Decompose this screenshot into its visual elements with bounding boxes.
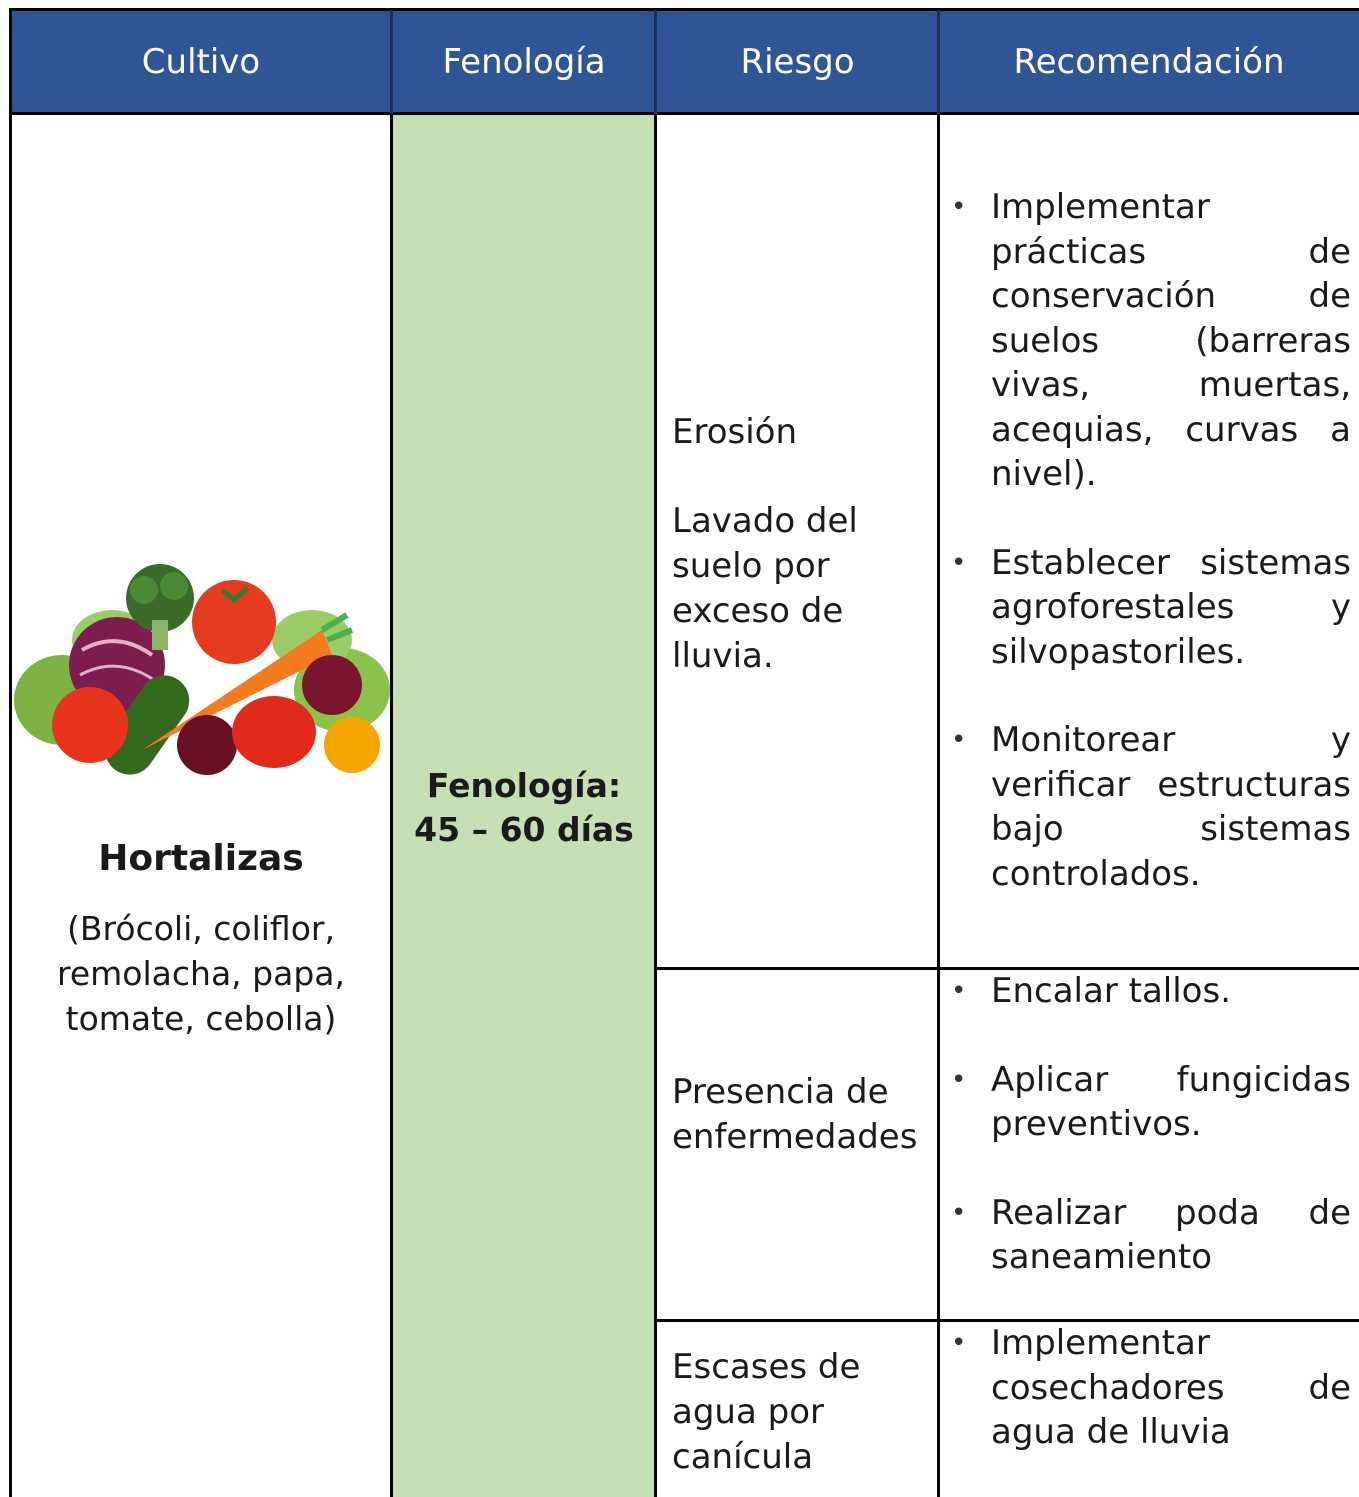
phenology-value: 45 – 60 días [414,810,634,849]
recommendation-item: Encalar tallos. [945,969,1351,1014]
header-sep-3 [937,10,940,114]
vegetables-illustration-svg [14,564,390,775]
header-fenologia-label: Fenología [442,42,606,82]
recommendation-item: Implementar prácticas de conservación de… [945,185,1351,497]
header-recomendacion: Recomendación [939,10,1359,114]
header-cultivo: Cultivo [10,10,392,114]
risk-erosion-detail: Lavado del suelo por exceso de lluvia. [672,501,858,676]
phenology-text: Fenología: 45 – 60 días [392,764,656,852]
header-fenologia: Fenología [392,10,656,114]
header-sep-1 [390,10,393,114]
header-sep-2 [654,10,657,114]
recommendations-erosion: Implementar prácticas de conservación de… [945,185,1351,896]
crop-examples-line1: (Brócoli, coliflor, [67,909,335,948]
recommendation-item: Monitorear y verificar estructuras bajo … [945,718,1351,896]
recommendation-item: Establecer sistemas agroforestales y sil… [945,541,1351,675]
risk-diseases: Presencia de enfermedades [672,1072,918,1157]
risk-water-shortage: Escases de agua por canícula [672,1347,861,1477]
header-recomendacion-label: Recomendación [1013,42,1285,82]
header-divider [10,112,1359,115]
table-border-left [9,8,12,1497]
header-riesgo-label: Riesgo [740,42,855,82]
recommendation-item: Aplicar fungicidas preventivos. [945,1058,1351,1147]
phenology-label: Fenología: [426,766,622,805]
crop-examples: (Brócoli, coliflor, remolacha, papa, tom… [12,906,390,1041]
col-divider-3 [937,8,940,1497]
col-divider-1 [390,8,393,1497]
crop-name: Hortalizas [98,838,304,879]
crop-examples-line3: tomate, cebolla) [65,999,337,1038]
table-border-top [10,8,1359,11]
risk-erosion-title: Erosión [672,412,798,452]
recommendations-water-shortage: Implementar cosechadores de agua de lluv… [945,1321,1351,1455]
recommendations-diseases: Encalar tallos. Aplicar fungicidas preve… [945,969,1351,1280]
phenology-column [392,114,656,1497]
header-riesgo: Riesgo [656,10,939,114]
recommendation-item: Implementar cosechadores de agua de lluv… [945,1321,1351,1455]
vegetables-image [12,560,390,790]
crop-examples-line2: remolacha, papa, [57,954,345,993]
header-cultivo-label: Cultivo [141,42,261,82]
recommendation-item: Realizar poda de saneamiento [945,1191,1351,1280]
risk-erosion: Erosión Lavado del suelo por exceso de l… [672,410,932,679]
col-divider-2 [654,8,657,1497]
